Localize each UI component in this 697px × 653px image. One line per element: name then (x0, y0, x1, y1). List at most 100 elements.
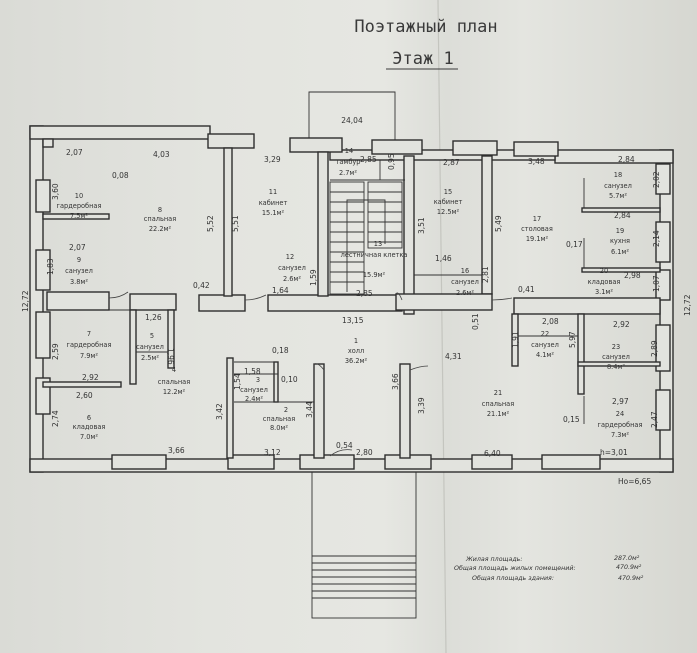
svg-text:1,07: 1,07 (652, 275, 661, 292)
svg-text:12,72: 12,72 (683, 294, 692, 316)
room-label: 16 санузел 2.6м² (451, 267, 479, 297)
svg-text:12.2м²: 12.2м² (163, 388, 186, 396)
svg-text:0,41: 0,41 (518, 285, 535, 294)
svg-text:6.1м²: 6.1м² (611, 248, 629, 256)
svg-text:3,12: 3,12 (264, 448, 281, 457)
svg-text:22: 22 (541, 330, 549, 338)
svg-text:2,98: 2,98 (624, 271, 641, 280)
svg-text:4,03: 4,03 (153, 150, 170, 159)
svg-text:5,97: 5,97 (568, 331, 577, 348)
svg-text:7: 7 (87, 330, 91, 338)
svg-text:36.2м²: 36.2м² (345, 357, 368, 365)
svg-text:3,44: 3,44 (305, 401, 314, 418)
svg-text:2,85: 2,85 (360, 155, 377, 164)
summary-label-living: Жилая площадь: (465, 556, 523, 563)
svg-text:3,66: 3,66 (168, 446, 185, 455)
room-label: 23 санузел 8.4м² (602, 343, 630, 371)
svg-text:кухня: кухня (610, 237, 630, 245)
svg-text:10: 10 (75, 192, 83, 200)
svg-text:3,48: 3,48 (528, 157, 545, 166)
svg-text:2,07: 2,07 (66, 148, 83, 157)
svg-text:столовая: столовая (521, 225, 553, 233)
svg-text:12.5м²: 12.5м² (437, 208, 460, 216)
svg-text:3: 3 (256, 376, 260, 384)
svg-text:2,08: 2,08 (542, 317, 559, 326)
ceiling-height: h=3,01 (600, 448, 628, 457)
svg-text:1,59: 1,59 (309, 269, 318, 286)
svg-text:санузел: санузел (136, 343, 164, 351)
svg-text:4,31: 4,31 (445, 352, 462, 361)
svg-text:санузел: санузел (451, 278, 479, 286)
svg-text:спальная: спальная (263, 415, 295, 423)
svg-text:0,15: 0,15 (563, 415, 580, 424)
plan-subtitle: Этаж 1 (392, 49, 453, 69)
plan-title: Поэтажный план (354, 17, 497, 37)
svg-text:0,17: 0,17 (566, 240, 583, 249)
svg-text:2,59: 2,59 (51, 343, 60, 360)
svg-text:2.7м²: 2.7м² (339, 169, 357, 177)
room-labels: 1 холл 36.2м² 2 спальная 8.0м² 3 санузел… (57, 147, 643, 441)
svg-text:12,72: 12,72 (21, 290, 30, 312)
svg-text:5,51: 5,51 (231, 215, 240, 232)
svg-text:0,54: 0,54 (336, 441, 353, 450)
room-label: 3 санузел 2.4м² (240, 376, 268, 403)
svg-text:15: 15 (444, 188, 452, 196)
svg-text:11: 11 (269, 188, 277, 196)
svg-text:2,97: 2,97 (612, 397, 629, 406)
svg-text:7.0м²: 7.0м² (80, 433, 98, 441)
room-label: 1 холл 36.2м² (345, 337, 368, 365)
svg-text:15.9м²: 15.9м² (363, 271, 386, 279)
room-label: 10 гардеробная 7.5м² (57, 192, 102, 220)
svg-text:спальная: спальная (482, 400, 514, 408)
interior-walls (42, 147, 661, 459)
elevation-mark: Hо=6,65 (618, 477, 651, 486)
room-label: 15 кабинет 12.5м² (434, 188, 463, 216)
svg-text:2,80: 2,80 (356, 448, 373, 457)
room-label: 17 столовая 19.1м² (521, 215, 553, 243)
svg-text:9: 9 (77, 256, 81, 264)
svg-text:14: 14 (345, 147, 353, 155)
svg-text:0,18: 0,18 (272, 346, 289, 355)
svg-text:6: 6 (87, 414, 91, 422)
svg-text:1: 1 (354, 337, 358, 345)
svg-text:23: 23 (612, 343, 620, 351)
svg-text:санузел: санузел (65, 267, 93, 275)
svg-text:24,04: 24,04 (341, 116, 363, 125)
room-label: 5 санузел 2.5м² (136, 332, 164, 362)
svg-text:0,10: 0,10 (281, 375, 298, 384)
room-label: 9 санузел 3.8м² (65, 256, 93, 286)
svg-text:гардеробная: гардеробная (57, 202, 102, 210)
area-summary: Жилая площадь: 287.0м² Общая площадь жил… (454, 555, 644, 582)
outer-walls (29, 125, 674, 473)
svg-text:2.6м²: 2.6м² (456, 289, 474, 297)
dimension-labels: 24,04 2,07 4,03 3,29 2,85 0,95 2,87 3,48… (21, 116, 692, 486)
svg-text:7.3м²: 7.3м² (611, 431, 629, 439)
partition-lines (109, 160, 585, 424)
svg-text:кабинет: кабинет (434, 198, 463, 206)
svg-text:холл: холл (348, 347, 364, 355)
svg-text:18: 18 (614, 171, 622, 179)
svg-text:2,85: 2,85 (356, 289, 373, 298)
svg-text:2,92: 2,92 (613, 320, 630, 329)
svg-text:12: 12 (286, 253, 294, 261)
svg-text:санузел: санузел (531, 341, 559, 349)
room-label: 24 гардеробная 7.3м² (598, 410, 643, 439)
room-label: 4 спальная 12.2м² (158, 366, 190, 396)
svg-text:8.0м²: 8.0м² (270, 424, 288, 432)
svg-text:21.1м²: 21.1м² (487, 410, 510, 418)
svg-text:1,46: 1,46 (435, 254, 452, 263)
svg-text:5,49: 5,49 (494, 215, 503, 232)
svg-text:2.5м²: 2.5м² (141, 354, 159, 362)
svg-text:17: 17 (533, 215, 541, 223)
svg-text:1,64: 1,64 (272, 286, 289, 295)
svg-text:8.4м²: 8.4м² (607, 363, 625, 371)
svg-text:7.9м²: 7.9м² (80, 352, 98, 360)
svg-text:1,26: 1,26 (145, 313, 162, 322)
svg-text:3,60: 3,60 (51, 183, 60, 200)
svg-text:3,51: 3,51 (417, 217, 426, 234)
svg-text:1,91: 1,91 (511, 331, 520, 348)
room-label: 7 гардеробная 7.9м² (67, 330, 112, 360)
room-label: 13 лестничная клетка 15.9м² (341, 240, 408, 279)
